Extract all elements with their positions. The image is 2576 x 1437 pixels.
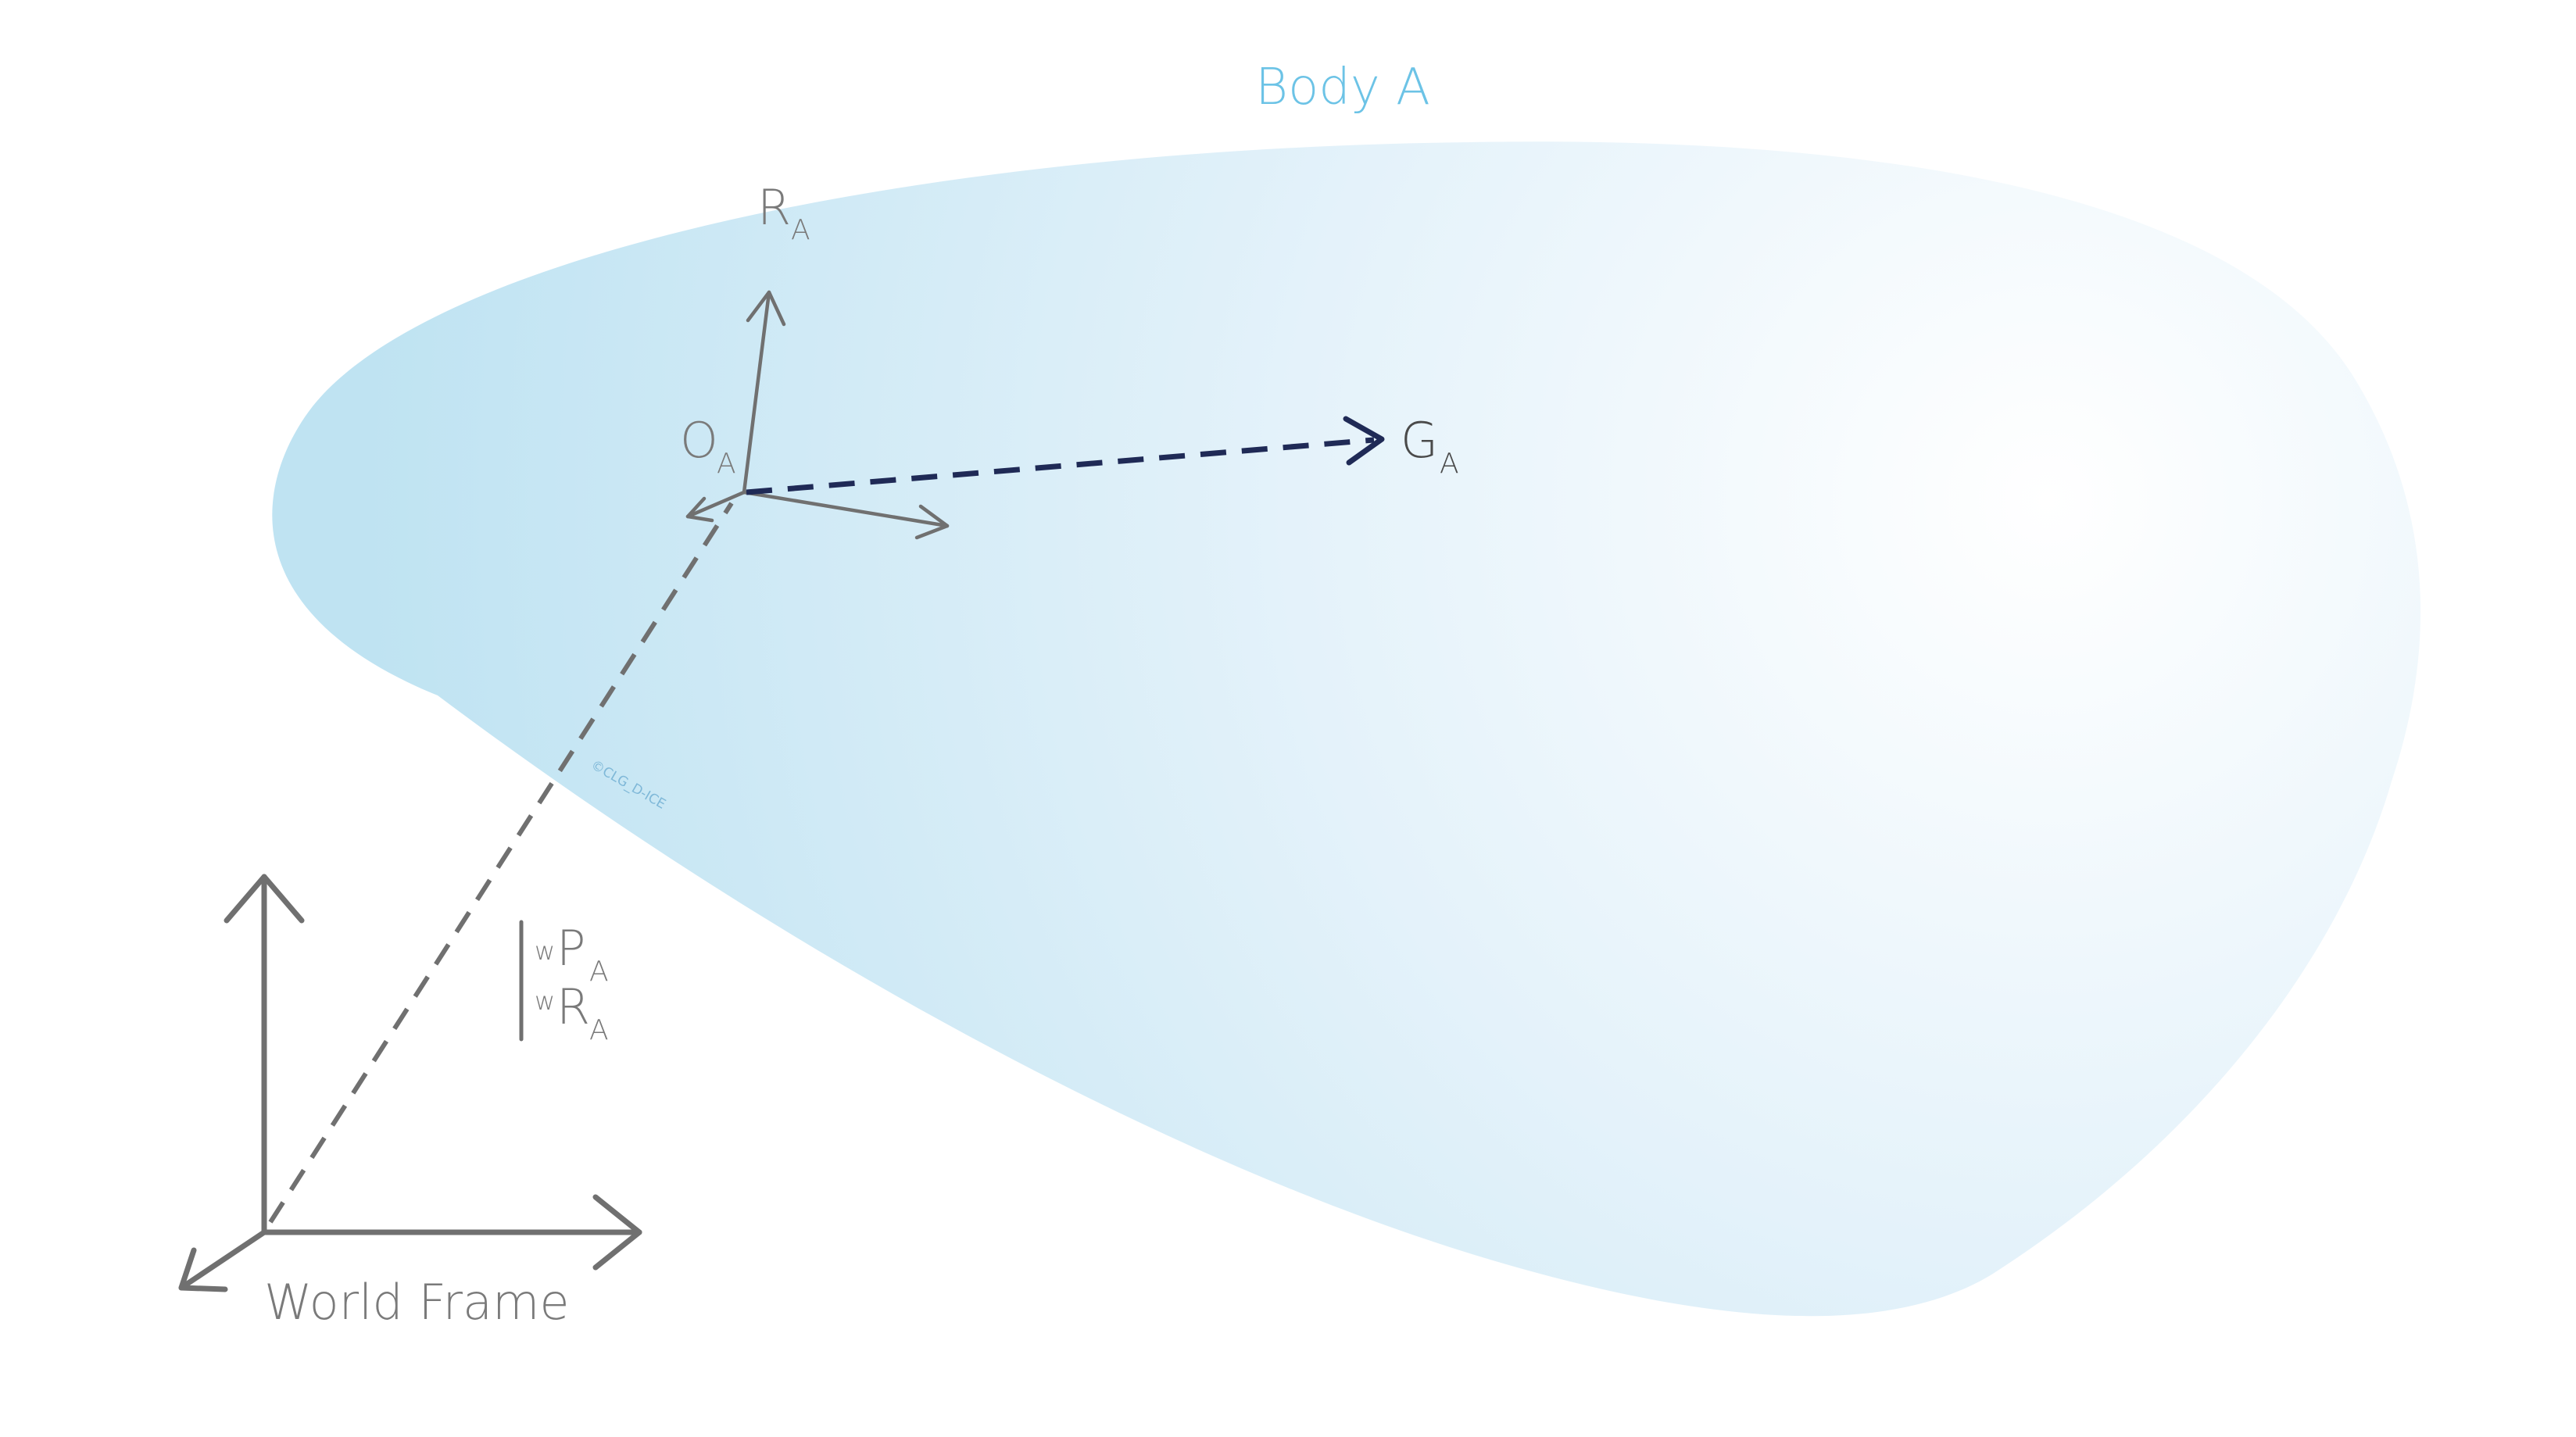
rotation-main: R [556, 978, 590, 1035]
local-x-axis [685, 490, 746, 519]
centroid-label-sub: A [1440, 448, 1459, 480]
rotation-label-sub: A [791, 214, 810, 246]
position-main: P [556, 920, 585, 977]
position-sup: w [535, 936, 555, 966]
body-a-shape [272, 141, 2421, 1317]
rotation-sub: A [589, 1014, 609, 1046]
rotation-sup: w [535, 986, 555, 1016]
local-z-axis [742, 290, 771, 495]
local-frame-axes [685, 290, 950, 540]
world-to-origin-vector [268, 502, 734, 1224]
local-z-arrowhead [746, 290, 786, 327]
world-frame-label: World Frame [264, 1274, 570, 1331]
world-y-arrowhead [592, 1194, 642, 1271]
centroid-label: G [1401, 412, 1438, 469]
centroid-arrowhead [1343, 416, 1385, 466]
position-sub: A [589, 956, 609, 988]
rotation-label: R [757, 179, 791, 236]
world-x-arrowhead [178, 1247, 228, 1292]
origin-label: O [680, 412, 718, 469]
local-y-axis [742, 490, 950, 528]
world-z-arrowhead [224, 874, 305, 924]
local-x-arrowhead [685, 496, 714, 523]
origin-label-sub: A [717, 448, 736, 480]
body-title: Body A [1255, 59, 1430, 116]
world-frame-axes [178, 874, 642, 1292]
local-y-arrowhead [914, 504, 950, 540]
rotation-label-main: R [757, 179, 791, 236]
world-x-axis [178, 1229, 267, 1291]
centroid-vector [746, 437, 1375, 495]
